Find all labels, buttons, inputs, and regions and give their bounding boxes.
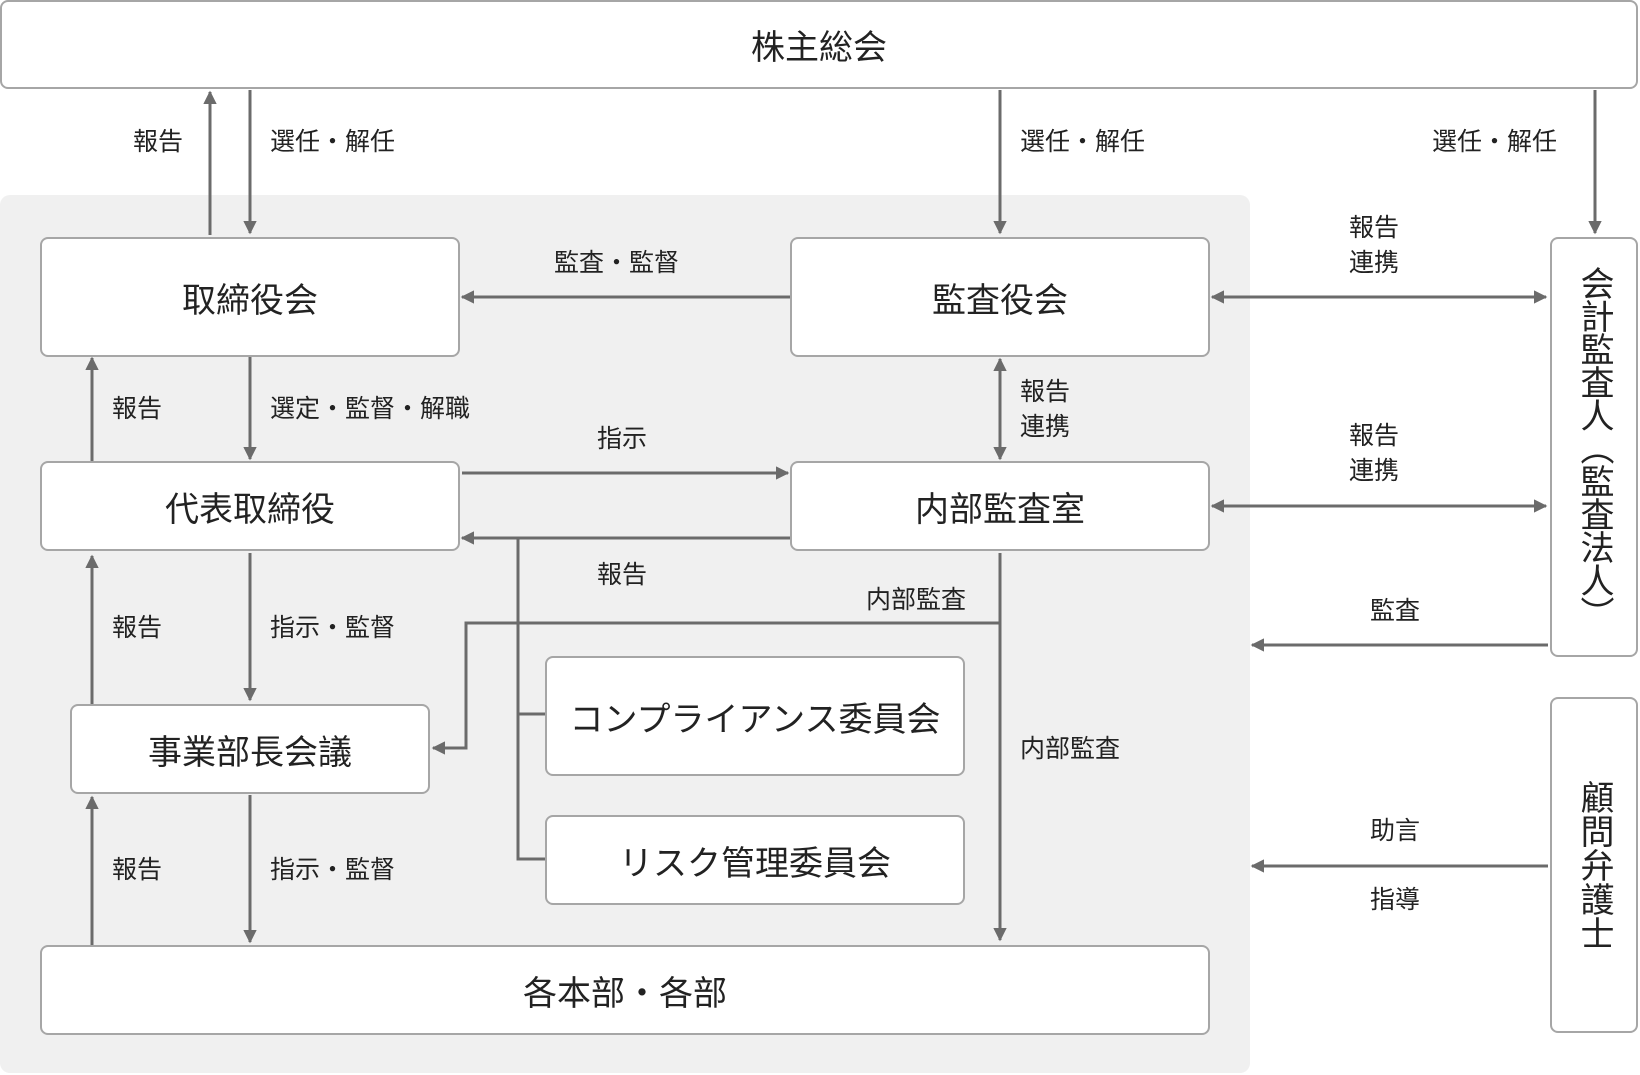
node-shareholders: 株主総会 [0, 0, 1638, 89]
label-appoint-3: 選任・解任 [1432, 127, 1558, 156]
node-accounting-auditor: 会計監査人（監査法人） [1550, 237, 1638, 657]
label-report-3: 報告 [597, 560, 648, 589]
label-report-2: 報告 [112, 394, 163, 423]
node-departments: 各本部・各部 [40, 945, 1210, 1035]
label-select-supervise-dismiss: 選定・監督・解職 [270, 394, 471, 423]
label-appoint-1: 選任・解任 [270, 127, 396, 156]
node-lawyer-label: 顧問弁護士 [1574, 780, 1615, 950]
label-report-link-2a: 報告 [1020, 377, 1071, 406]
node-lawyer: 顧問弁護士 [1550, 697, 1638, 1033]
label-audit-supervise: 監査・監督 [554, 248, 680, 277]
node-auditors-board: 監査役会 [790, 237, 1210, 357]
label-guidance: 指導 [1370, 885, 1421, 914]
label-report-link-2b: 連携 [1020, 412, 1071, 441]
label-instruct-supervise-1: 指示・監督 [270, 613, 396, 642]
label-report-4: 報告 [112, 613, 163, 642]
label-report-link-3a: 報告 [1349, 421, 1400, 450]
node-internal-audit: 内部監査室 [790, 461, 1210, 551]
label-instruct: 指示 [597, 424, 648, 453]
label-report-link-3b: 連携 [1349, 456, 1400, 485]
label-appoint-2: 選任・解任 [1020, 127, 1146, 156]
label-advice: 助言 [1370, 816, 1421, 845]
label-report-link-1a: 報告 [1349, 213, 1400, 242]
node-risk: リスク管理委員会 [545, 815, 965, 905]
label-report-5: 報告 [112, 855, 163, 884]
label-internal-audit-2: 内部監査 [1020, 734, 1121, 763]
committee-connector [516, 538, 545, 861]
node-board: 取締役会 [40, 237, 460, 357]
node-compliance: コンプライアンス委員会 [545, 656, 965, 776]
label-audit: 監査 [1370, 596, 1421, 625]
node-representative: 代表取締役 [40, 461, 460, 551]
label-internal-audit-1: 内部監査 [866, 585, 967, 614]
label-report-link-1b: 連携 [1349, 248, 1400, 277]
node-accounting-auditor-label: 会計監査人（監査法人） [1574, 265, 1615, 629]
label-report-1: 報告 [133, 127, 184, 156]
node-division-meeting: 事業部長会議 [70, 704, 430, 794]
arrow-internal-audit-to-division-meeting [431, 621, 1000, 755]
label-instruct-supervise-2: 指示・監督 [270, 855, 396, 884]
